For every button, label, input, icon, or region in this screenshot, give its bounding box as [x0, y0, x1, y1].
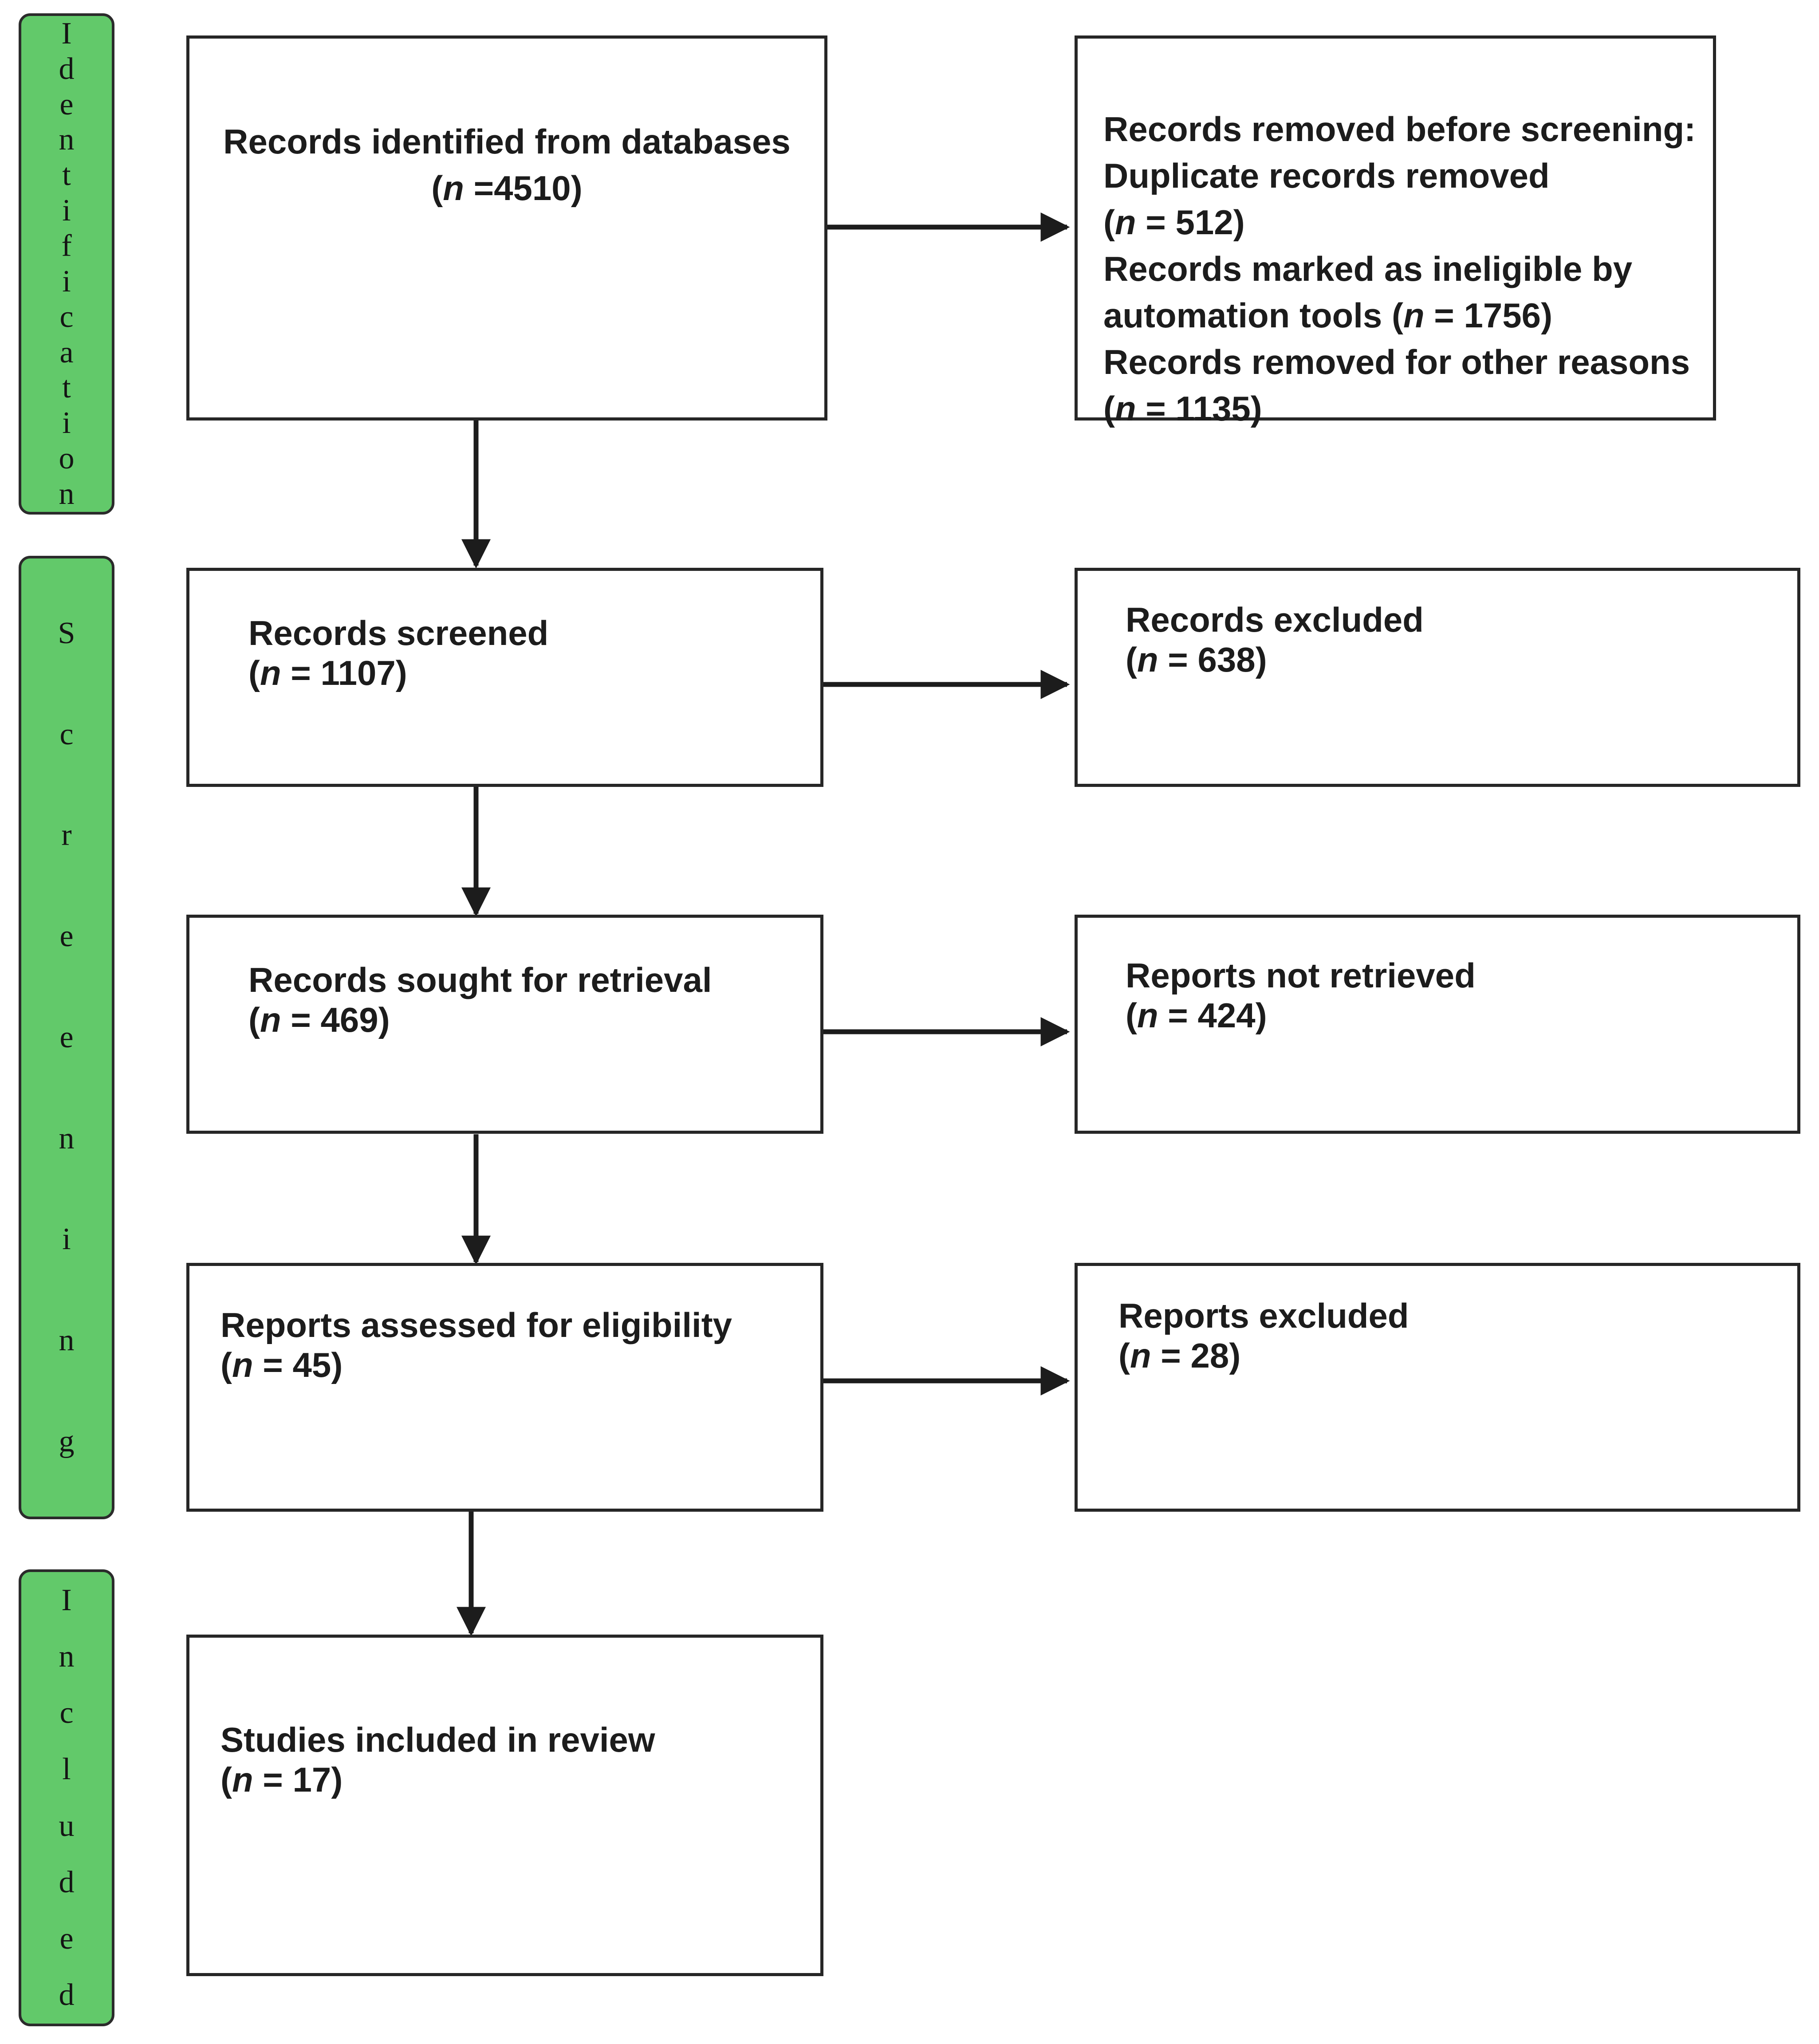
- box-reports-not-retrieved: Reports not retrieved (n = 424): [1075, 915, 1800, 1134]
- records-excluded-title: Records excluded: [1126, 600, 1424, 639]
- phase-letter: d: [59, 1865, 75, 1899]
- removed-line-6: Records removed for other reasons: [1103, 342, 1690, 381]
- phase-letter: t: [62, 370, 71, 405]
- phase-letter: e: [59, 1922, 74, 1956]
- phase-letter: I: [61, 16, 72, 51]
- phase-letter: i: [62, 193, 71, 228]
- phase-letter: n: [59, 1639, 75, 1674]
- studies-included-title: Studies included in review: [220, 1720, 655, 1759]
- phase-letter: f: [61, 228, 72, 263]
- records-identified-count: 4510: [494, 169, 571, 208]
- phase-letter: n: [59, 1323, 75, 1358]
- records-identified-title: Records identified from databases: [223, 122, 791, 161]
- phase-letter: a: [59, 335, 74, 369]
- phase-letter: n: [59, 1121, 75, 1156]
- records-screened-title: Records screened: [248, 613, 549, 653]
- records-sought-title: Records sought for retrieval: [248, 960, 712, 999]
- phase-letter: o: [59, 441, 75, 476]
- phase-letter: n: [59, 476, 75, 511]
- records-sought-count: 469: [320, 1000, 378, 1039]
- phase-letter: i: [62, 264, 71, 299]
- phase-letter: I: [61, 1583, 72, 1617]
- phase-letter: t: [62, 158, 71, 193]
- phase-letter: i: [62, 1222, 71, 1257]
- removed-line-4: Records marked as ineligible by: [1103, 249, 1633, 288]
- box-records-sought: Records sought for retrieval (n = 469): [186, 915, 823, 1134]
- studies-included-count: 17: [292, 1760, 331, 1799]
- automation-count: 1756: [1464, 296, 1541, 335]
- phase-letter: e: [59, 919, 74, 954]
- box-reports-excluded: Reports excluded (n = 28): [1075, 1263, 1800, 1512]
- phase-letter: g: [59, 1424, 75, 1458]
- box-records-excluded: Records excluded (n = 638): [1075, 568, 1800, 787]
- reports-not-retrieved-title: Reports not retrieved: [1126, 956, 1476, 995]
- reports-excluded-title: Reports excluded: [1118, 1296, 1409, 1335]
- phase-letter: r: [61, 818, 72, 853]
- duplicate-count: 512: [1175, 203, 1233, 242]
- phase-letter: S: [58, 616, 75, 650]
- box-studies-included: Studies included in review (n = 17): [186, 1635, 823, 1976]
- removed-line-5: automation tools: [1103, 296, 1382, 335]
- records-identified-sep: =: [464, 169, 494, 208]
- removed-line-1: Records removed before screening:: [1103, 110, 1696, 149]
- phase-letter: n: [59, 122, 75, 157]
- box-records-screened: Records screened (n = 1107): [186, 568, 823, 787]
- reports-excluded-count: 28: [1190, 1336, 1229, 1375]
- phase-letter: c: [59, 1696, 74, 1730]
- removed-line-2: Duplicate records removed: [1103, 156, 1550, 195]
- phase-letter: d: [59, 1978, 75, 2013]
- reports-assessed-title: Reports assessed for eligibility: [220, 1305, 732, 1344]
- box-records-removed: Records removed before screening: Duplic…: [1075, 35, 1716, 428]
- records-screened-count: 1107: [320, 653, 396, 692]
- box-records-identified: Records identified from databases (n =45…: [186, 35, 827, 421]
- records-excluded-count: 638: [1197, 640, 1256, 679]
- phase-letter: i: [62, 406, 71, 440]
- phase-letter: c: [59, 717, 74, 751]
- phase-letter: e: [59, 87, 74, 122]
- box-reports-assessed: Reports assessed for eligibility (n = 45…: [186, 1263, 823, 1512]
- reports-not-retrieved-count: 424: [1197, 996, 1256, 1035]
- phase-letter: e: [59, 1020, 74, 1054]
- phase-letter: c: [59, 299, 74, 334]
- phase-letter: u: [59, 1808, 75, 1843]
- reports-assessed-count: 45: [292, 1345, 331, 1384]
- other-reasons-count: 1135: [1175, 389, 1251, 428]
- phase-letter: d: [59, 51, 75, 86]
- phase-letter: l: [62, 1752, 71, 1787]
